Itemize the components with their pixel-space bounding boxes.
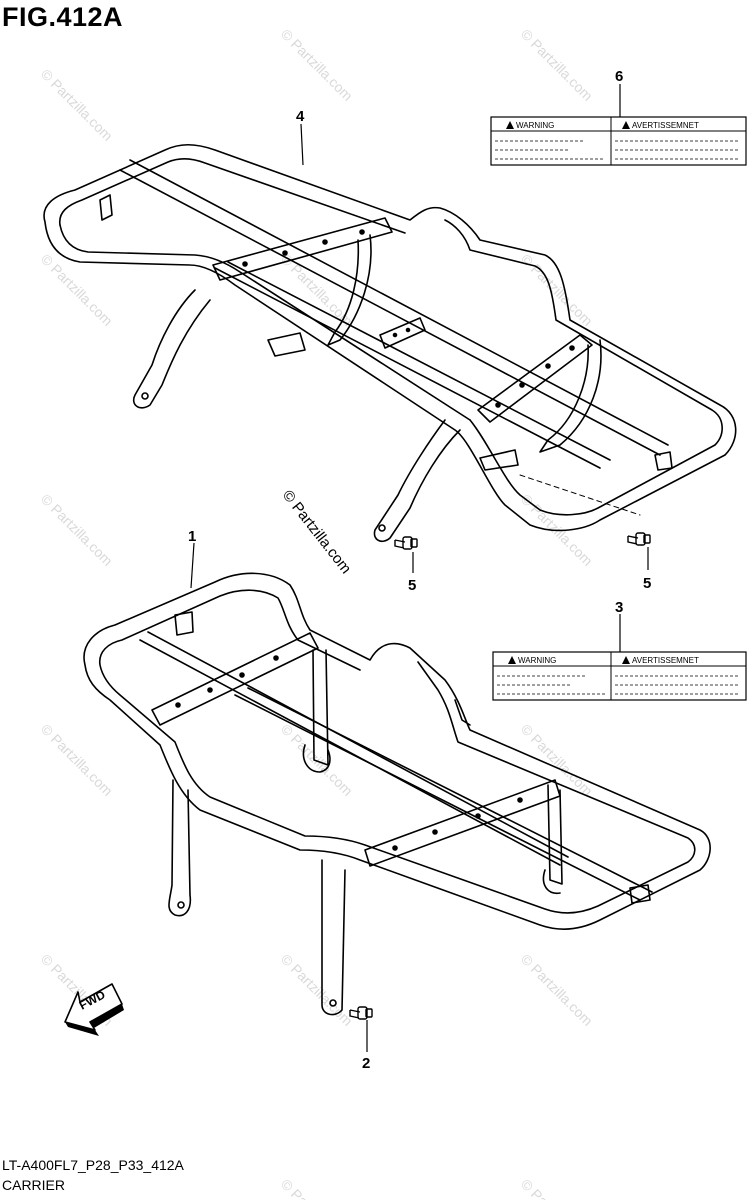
copyright-notice: © Partzilla.com: [279, 487, 355, 577]
watermark: © Partzilla.com: [38, 66, 116, 144]
watermark: © Partzilla.com: [518, 1176, 596, 1200]
figure-name: CARRIER: [2, 1177, 66, 1193]
callout-4: 4: [296, 108, 305, 125]
warning-label-left: WARNING: [516, 121, 554, 130]
watermark: © Partzilla.com: [278, 721, 356, 799]
watermark: © Partzilla.com: [518, 26, 596, 104]
watermark: © Partzilla.com: [38, 721, 116, 799]
warning-label-part-6: WARNING AVERTISSEMNET: [490, 116, 747, 166]
callout-2: 2: [362, 1055, 370, 1072]
watermark: © Partzilla.com: [278, 951, 356, 1029]
bolt-part-2: [349, 1006, 373, 1020]
figure-title: FIG.412A: [2, 2, 124, 32]
watermark: © Partzilla.com: [278, 26, 356, 104]
callout-1: 1: [188, 528, 196, 545]
callout-numbers: 1 2 3 4 5 5 6: [188, 68, 651, 1072]
bolt-part-5-right: [627, 532, 651, 546]
carrier-part-4: [43, 143, 737, 542]
carrier-part-1: [83, 572, 711, 1016]
callouts: [190, 84, 649, 1052]
warning-label-part-3: WARNING AVERTISSEMNET: [492, 651, 747, 701]
callout-6: 6: [615, 68, 623, 85]
callout-5-right: 5: [643, 575, 651, 592]
bolt-part-5-left: [394, 536, 418, 550]
watermark: © Partzilla.com: [278, 1176, 356, 1200]
warning-label-left: WARNING: [518, 656, 556, 665]
warning-label-right: AVERTISSEMNET: [632, 656, 699, 665]
warning-label-right: AVERTISSEMNET: [632, 121, 699, 130]
watermark: © Partzilla.com: [518, 951, 596, 1029]
callout-3: 3: [615, 599, 623, 616]
watermark: © Partzilla.com: [518, 251, 596, 329]
figure-code: LT-A400FL7_P28_P33_412A: [2, 1157, 184, 1173]
callout-5-left: 5: [408, 577, 416, 594]
watermark: © Partzilla.com: [38, 491, 116, 569]
